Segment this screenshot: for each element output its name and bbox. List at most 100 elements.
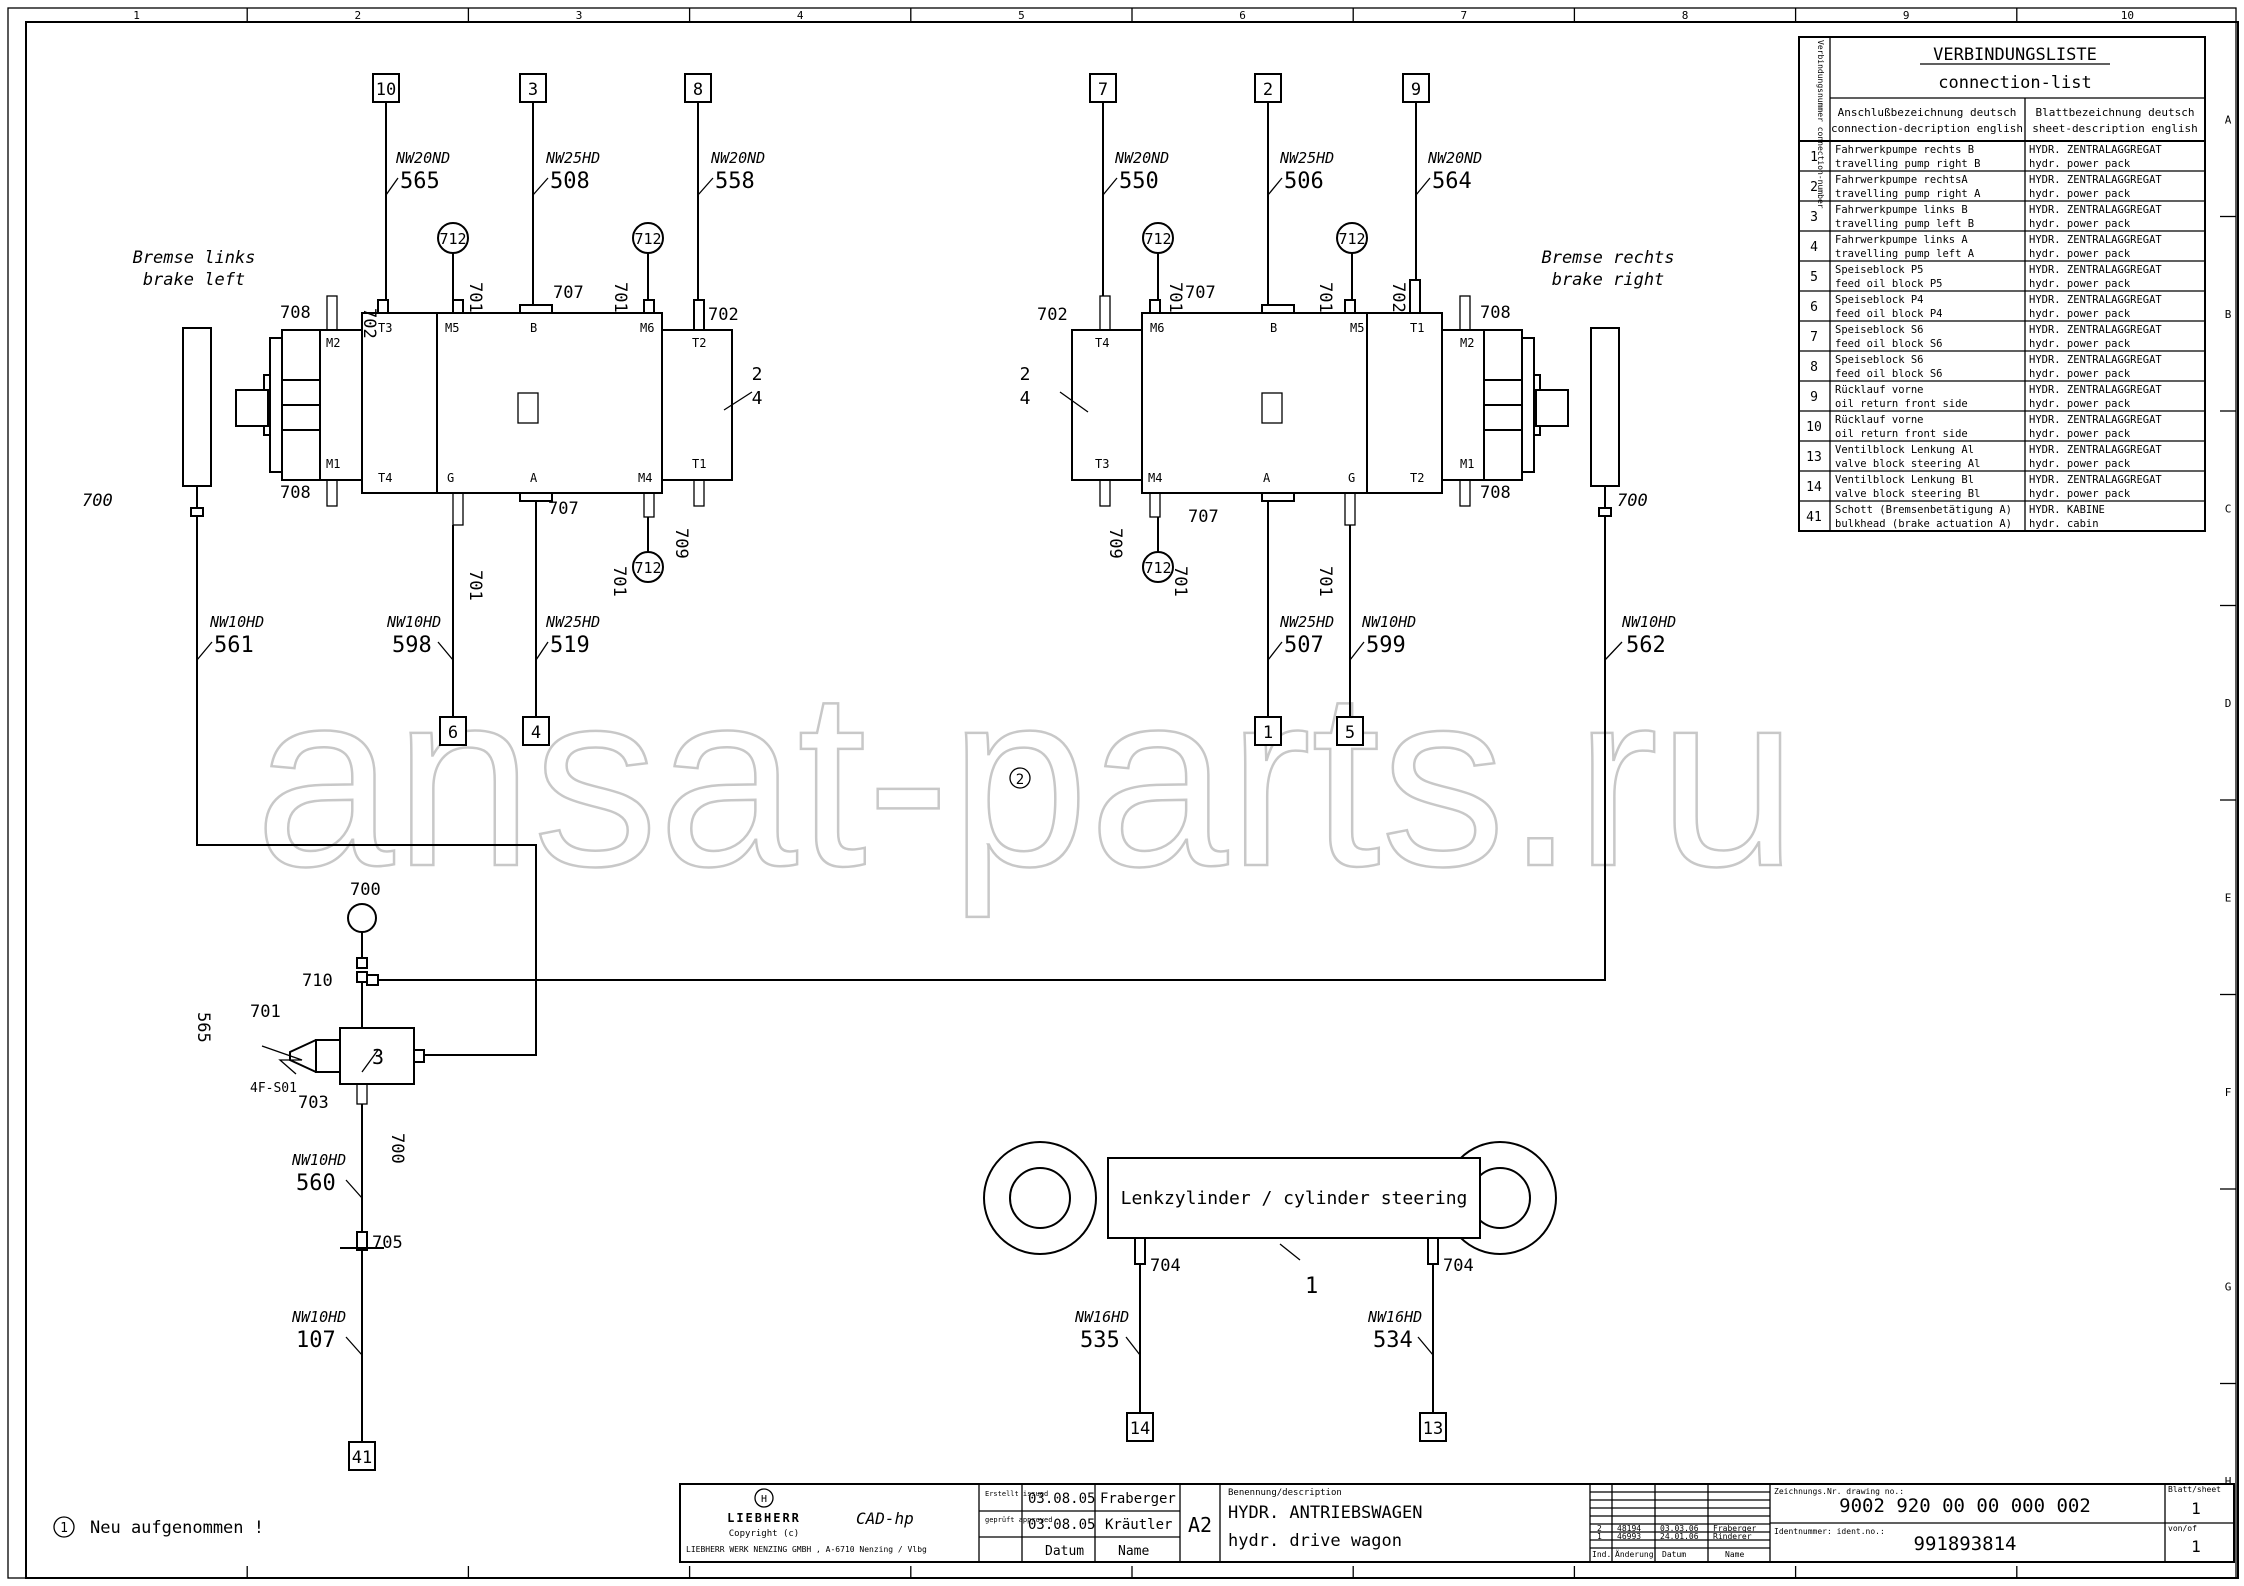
column-label: 5 <box>1018 9 1025 22</box>
svg-text:534: 534 <box>1373 1328 1413 1353</box>
svg-text:M5: M5 <box>1350 321 1364 335</box>
svg-text:NW10HD: NW10HD <box>291 1151 346 1169</box>
svg-text:M1: M1 <box>326 457 340 471</box>
connection-number: 1 <box>1810 150 1818 165</box>
svg-text:4: 4 <box>1020 388 1031 409</box>
sheet-desc-en: hydr. power pack <box>2029 278 2131 290</box>
svg-text:Blatt/sheet: Blatt/sheet <box>2168 1485 2221 1494</box>
svg-text:712: 712 <box>1144 230 1171 248</box>
pressure-gauge-icon: 712 <box>632 517 664 583</box>
svg-text:Identnummer: ident.no.:: Identnummer: ident.no.: <box>1774 1527 1885 1536</box>
connection-desc-de: Speiseblock S6 <box>1835 324 1924 336</box>
sheet-desc-de: HYDR. ZENTRALAGGREGAT <box>2029 174 2162 186</box>
svg-text:03.08.05: 03.08.05 <box>1028 1517 1095 1533</box>
column-label: 2 <box>354 9 361 22</box>
svg-text:701: 701 <box>465 570 485 601</box>
svg-text:1: 1 <box>1597 1532 1602 1541</box>
svg-text:712: 712 <box>634 230 661 248</box>
sheet-desc-de: HYDR. ZENTRALAGGREGAT <box>2029 324 2162 336</box>
svg-text:NW10HD: NW10HD <box>386 613 441 631</box>
svg-text:707: 707 <box>553 283 584 303</box>
connection-desc-de: Ventilblock Lenkung Al <box>1835 444 1974 456</box>
svg-text:9002 920 00 00 000 002: 9002 920 00 00 000 002 <box>1839 1495 2091 1517</box>
svg-text:1: 1 <box>2191 1499 2201 1518</box>
sheet-desc-en: hydr. power pack <box>2029 338 2131 350</box>
connection-list-table: VERBINDUNGSLISTE connection-list Verbind… <box>1798 36 2206 532</box>
svg-text:700: 700 <box>1617 491 1648 511</box>
svg-text:2: 2 <box>1016 772 1024 788</box>
svg-text:brake right: brake right <box>1552 270 1665 290</box>
svg-text:Name: Name <box>1118 1544 1149 1559</box>
connector-box: 6 NW10HD 598 <box>386 525 467 746</box>
svg-text:2: 2 <box>1597 1524 1602 1533</box>
svg-text:700: 700 <box>82 491 113 511</box>
connection-desc-de: Fahrwerkpumpe links A <box>1835 234 1968 246</box>
svg-text:5: 5 <box>1345 723 1355 743</box>
svg-text:507: 507 <box>1284 633 1324 658</box>
svg-text:712: 712 <box>1338 230 1365 248</box>
svg-text:sheet-description english: sheet-description english <box>2032 122 2198 135</box>
sheet-desc-de: HYDR. ZENTRALAGGREGAT <box>2029 204 2162 216</box>
connection-desc-en: feed oil block S6 <box>1835 368 1942 380</box>
svg-text:NW10HD: NW10HD <box>1361 613 1416 631</box>
connection-number: 8 <box>1810 360 1818 375</box>
row-label: A <box>2225 113 2232 126</box>
svg-text:Blattbezeichnung deutsch: Blattbezeichnung deutsch <box>2036 106 2195 119</box>
sheet-desc-en: hydr. power pack <box>2029 218 2131 230</box>
svg-text:NW20ND: NW20ND <box>1114 149 1169 167</box>
column-label: 4 <box>797 9 804 22</box>
column-label: 10 <box>2121 9 2134 22</box>
svg-text:712: 712 <box>1144 559 1171 577</box>
svg-text:T1: T1 <box>1410 321 1424 335</box>
connector-box: 3 NW25HD 508 <box>519 73 600 305</box>
svg-text:708: 708 <box>280 483 311 503</box>
sheet-desc-en: hydr. power pack <box>2029 308 2131 320</box>
svg-text:hydr. drive wagon: hydr. drive wagon <box>1228 1531 1402 1551</box>
svg-text:48194: 48194 <box>1617 1524 1641 1533</box>
sheet-desc-de: HYDR. ZENTRALAGGREGAT <box>2029 294 2162 306</box>
pressure-gauge-icon: 712 <box>632 222 664 300</box>
connection-number: 41 <box>1806 510 1822 525</box>
connection-number: 10 <box>1806 420 1822 435</box>
svg-text:Zeichnungs.Nr. drawing no.:: Zeichnungs.Nr. drawing no.: <box>1774 1487 1904 1496</box>
pressure-gauge-icon: 712 <box>1142 222 1174 300</box>
connector-box: 9 NW20ND 564 <box>1402 73 1482 280</box>
connection-desc-de: Schott (Bremsenbetätigung A) <box>1835 504 2012 516</box>
column-label: 9 <box>1903 9 1910 22</box>
svg-text:Datum: Datum <box>1045 1544 1084 1559</box>
sheet-desc-en: hydr. power pack <box>2029 248 2131 260</box>
svg-text:Ind.: Ind. <box>1592 1550 1611 1559</box>
svg-text:701: 701 <box>1315 282 1335 313</box>
svg-text:1: 1 <box>2191 1537 2201 1556</box>
column-label: 8 <box>1682 9 1689 22</box>
connector-box: 5 NW10HD 599 <box>1336 525 1416 746</box>
svg-text:connection-list: connection-list <box>1938 73 2092 93</box>
connection-desc-de: Fahrwerkpumpe rechtsA <box>1835 174 1968 186</box>
svg-text:4F-S01: 4F-S01 <box>250 1081 297 1096</box>
connector-box: 2 NW25HD 506 <box>1254 73 1334 305</box>
right-drive-unit: T4 M6 B M5 T1 T3 M4 A G T2 M2 M1 712 712… <box>378 73 1676 981</box>
svg-text:2: 2 <box>1020 364 1031 385</box>
svg-text:704: 704 <box>1443 1256 1474 1276</box>
sheet-desc-en: hydr. power pack <box>2029 488 2131 500</box>
ref-2-4: 2 <box>752 364 763 385</box>
connection-desc-de: Speiseblock P4 <box>1835 294 1924 306</box>
svg-text:G: G <box>447 471 454 485</box>
connector-box: 4 NW25HD 519 <box>522 501 600 746</box>
svg-text:Änderung: Änderung <box>1615 1549 1654 1559</box>
svg-text:Name: Name <box>1725 1550 1744 1559</box>
row-label: E <box>2225 891 2232 904</box>
svg-text:NW20ND: NW20ND <box>710 149 765 167</box>
svg-text:701: 701 <box>609 566 629 597</box>
sheet-desc-de: HYDR. ZENTRALAGGREGAT <box>2029 444 2162 456</box>
connection-desc-en: travelling pump left B <box>1835 218 1974 230</box>
svg-text:9: 9 <box>1411 80 1421 100</box>
svg-text:991893814: 991893814 <box>1914 1533 2017 1555</box>
